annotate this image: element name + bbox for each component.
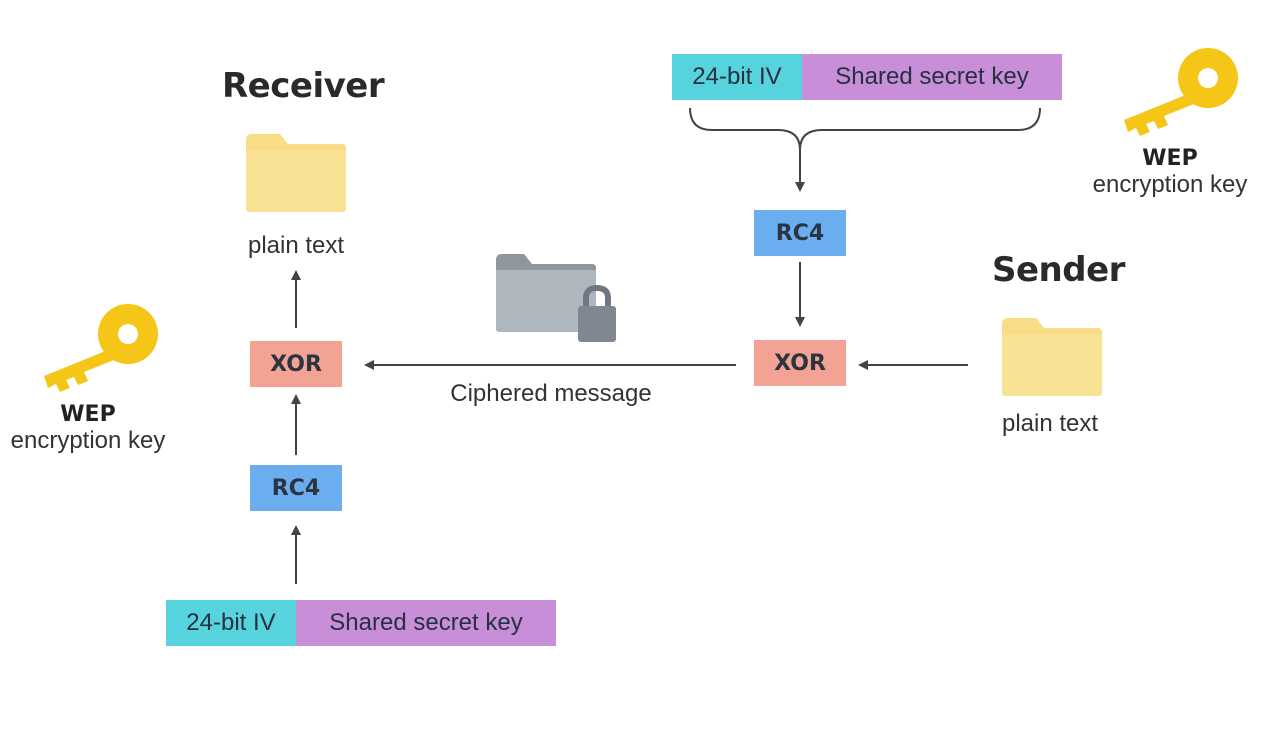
folder-icon — [246, 134, 346, 212]
sender-key-bar: 24-bit IV Shared secret key — [672, 54, 1062, 100]
sender-plain-text-label: plain text — [1001, 410, 1099, 437]
brace-sender-keybar — [689, 107, 1041, 151]
receiver-iv-segment: 24-bit IV — [166, 600, 296, 646]
receiver-rc4-box: RC4 — [250, 465, 342, 511]
folder-icon — [1002, 318, 1102, 396]
ciphered-message-label: Ciphered message — [450, 380, 652, 407]
sender-rc4-box: RC4 — [754, 210, 846, 256]
sender-wep-subtitle: encryption key — [1092, 171, 1248, 198]
sender-iv-segment: 24-bit IV — [672, 54, 802, 100]
sender-secret-segment: Shared secret key — [802, 54, 1062, 100]
receiver-title: Receiver — [222, 66, 385, 106]
locked-folder-icon — [496, 254, 616, 342]
key-icon — [1124, 48, 1238, 136]
receiver-wep-subtitle: encryption key — [10, 427, 166, 454]
receiver-key-bar: 24-bit IV Shared secret key — [166, 600, 556, 646]
receiver-wep-title: WEP — [60, 402, 116, 427]
receiver-secret-segment: Shared secret key — [296, 600, 556, 646]
receiver-xor-box: XOR — [250, 341, 342, 387]
sender-wep-key-label: WEP encryption key — [1080, 146, 1260, 199]
sender-title: Sender — [992, 250, 1125, 290]
receiver-plain-text-label: plain text — [247, 232, 345, 259]
receiver-wep-key-label: WEP encryption key — [0, 402, 176, 455]
sender-xor-box: XOR — [754, 340, 846, 386]
key-icon — [44, 304, 158, 392]
sender-wep-title: WEP — [1142, 146, 1198, 171]
